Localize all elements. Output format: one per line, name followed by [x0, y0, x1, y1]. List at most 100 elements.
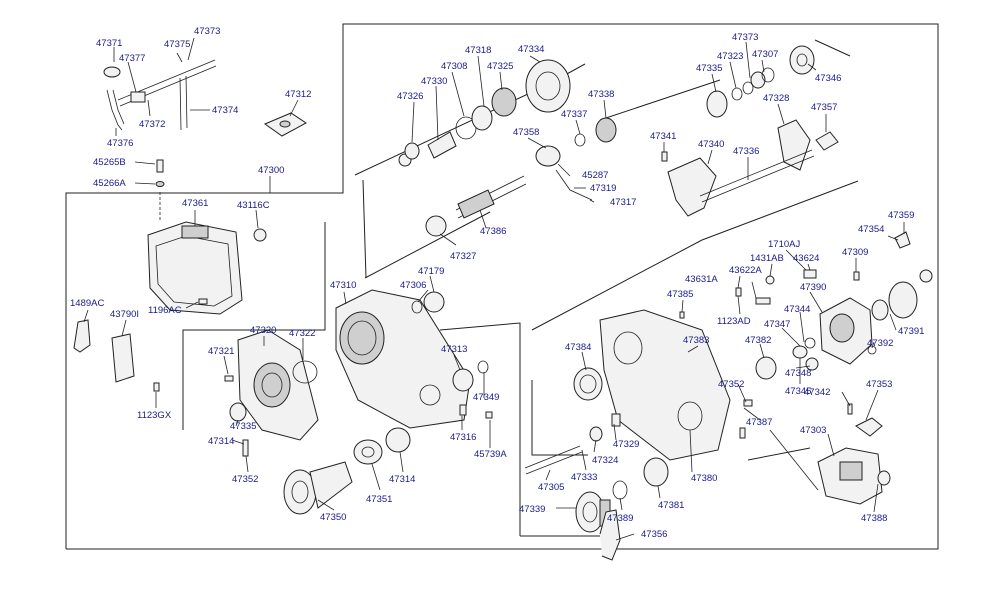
- callout-47349: 47349: [473, 392, 499, 403]
- callout-47391: 47391: [898, 326, 924, 337]
- rear-cover: [237, 329, 319, 441]
- callout-47179: 47179: [418, 266, 444, 277]
- callout-47344: 47344: [784, 304, 810, 315]
- callout-47317: 47317: [610, 197, 636, 208]
- callout-47329: 47329: [613, 439, 639, 450]
- callout-47351: 47351: [366, 494, 392, 505]
- callout-47359: 47359: [888, 210, 914, 221]
- callout-47309: 47309: [842, 247, 868, 258]
- callout-47305: 47305: [538, 482, 564, 493]
- callout-47322: 47322: [289, 328, 315, 339]
- callout-47314-left: 47314: [208, 436, 234, 447]
- callout-47352-right: 47352: [718, 379, 744, 390]
- callout-47338: 47338: [588, 89, 614, 100]
- callout-47341: 47341: [650, 131, 676, 142]
- callout-47356: 47356: [641, 529, 667, 540]
- callout-47321: 47321: [208, 346, 234, 357]
- callout-47318: 47318: [465, 45, 491, 56]
- callout-47383: 47383: [683, 335, 709, 346]
- mainshaft: [455, 175, 527, 219]
- callout-47324: 47324: [592, 455, 618, 466]
- shift-rail-assembly: [103, 59, 217, 131]
- callout-47335-upper: 47335: [696, 63, 722, 74]
- diagram-frame: [65, 23, 939, 550]
- callout-47327: 47327: [450, 251, 476, 262]
- callout-47325: 47325: [487, 61, 513, 72]
- callout-47350: 47350: [320, 512, 346, 523]
- part-number-labels: 47371 47377 47375 47373 47372 47374 4737…: [70, 26, 924, 540]
- callout-47386: 47386: [480, 226, 506, 237]
- parts-artwork: [73, 45, 933, 561]
- callout-47387: 47387: [746, 417, 772, 428]
- callout-47320: 47320: [250, 325, 276, 336]
- drive-chain: [599, 509, 621, 561]
- callout-47316: 47316: [450, 432, 476, 443]
- callout-1123gx: 1123GX: [137, 410, 172, 421]
- callout-47392: 47392: [867, 338, 893, 349]
- callout-1710aj: 1710AJ: [768, 239, 800, 250]
- callout-47306: 47306: [400, 280, 426, 291]
- callout-47371: 47371: [96, 38, 122, 49]
- callout-47382: 47382: [745, 335, 771, 346]
- input-shaft-cluster: [398, 59, 571, 167]
- callout-47354: 47354: [858, 224, 884, 235]
- callout-47384: 47384: [565, 342, 591, 353]
- callout-47314-right: 47314: [389, 474, 415, 485]
- callout-47333: 47333: [571, 472, 597, 483]
- callout-43790i: 43790I: [110, 309, 139, 320]
- callout-47319: 47319: [590, 183, 616, 194]
- callout-45266a: 45266A: [93, 178, 126, 189]
- callout-45265b: 45265B: [93, 157, 126, 168]
- callout-47347: 47347: [764, 319, 790, 330]
- rear-output-flange: [819, 297, 873, 365]
- callout-47334: 47334: [518, 44, 544, 55]
- callout-1489ac: 1489AC: [70, 298, 104, 309]
- callout-47308: 47308: [441, 61, 467, 72]
- callout-47312: 47312: [285, 89, 311, 100]
- callout-47372: 47372: [139, 119, 165, 130]
- callout-47303: 47303: [800, 425, 826, 436]
- callout-47358: 47358: [513, 127, 539, 138]
- callout-47330: 47330: [421, 76, 447, 87]
- callout-47300: 47300: [258, 165, 284, 176]
- callout-1431ab: 1431AB: [750, 253, 784, 264]
- callout-47328: 47328: [763, 93, 789, 104]
- callout-47339: 47339: [519, 504, 545, 515]
- callout-43624: 43624: [793, 253, 819, 264]
- callout-47326: 47326: [397, 91, 423, 102]
- callout-47353: 47353: [866, 379, 892, 390]
- callout-47357: 47357: [811, 102, 837, 113]
- shift-forks: [661, 119, 839, 217]
- callout-45287: 45287: [582, 170, 608, 181]
- callout-47336: 47336: [733, 146, 759, 157]
- callout-47380: 47380: [691, 473, 717, 484]
- callout-47376: 47376: [107, 138, 133, 149]
- callout-47348: 47348: [785, 368, 811, 379]
- leader-lines: [83, 37, 905, 541]
- callout-1123ad: 1123AD: [717, 316, 751, 327]
- callout-47361: 47361: [182, 198, 208, 209]
- callout-47335-lower: 47335: [230, 421, 256, 432]
- callout-47377: 47377: [119, 53, 145, 64]
- callout-47375: 47375: [164, 39, 190, 50]
- output-shaft: [283, 461, 353, 515]
- cover-housing: [147, 221, 243, 315]
- callout-47340: 47340: [698, 139, 724, 150]
- callout-47345: 47345: [785, 386, 811, 397]
- callout-47385: 47385: [667, 289, 693, 300]
- callout-47373-right: 47373: [732, 32, 758, 43]
- callout-43622a: 43622A: [729, 265, 762, 276]
- callout-47381: 47381: [658, 500, 684, 511]
- callout-43116c: 43116C: [237, 200, 270, 211]
- callout-47310: 47310: [330, 280, 356, 291]
- callout-47337: 47337: [561, 109, 587, 120]
- callout-47374: 47374: [212, 105, 238, 116]
- callout-47313: 47313: [441, 344, 467, 355]
- callout-47346: 47346: [815, 73, 841, 84]
- callout-47373: 47373: [194, 26, 220, 37]
- callout-47389: 47389: [607, 513, 633, 524]
- shift-actuator-motor: [817, 447, 891, 505]
- rear-case: [599, 309, 731, 461]
- callout-47390: 47390: [800, 282, 826, 293]
